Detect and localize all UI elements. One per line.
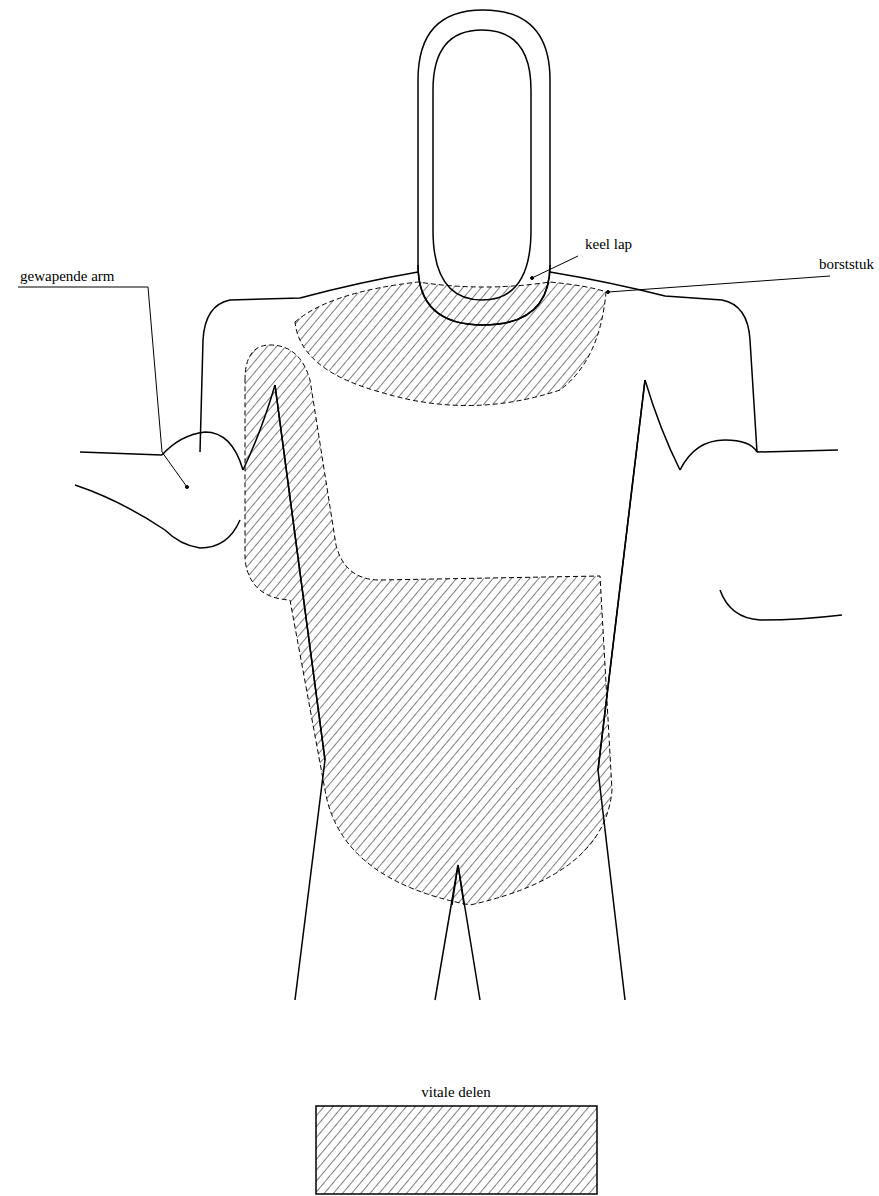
part-label: borststuk — [819, 256, 874, 273]
body-outline-overlay — [275, 265, 645, 905]
part-label: gewapende arm — [20, 268, 115, 285]
leader-line — [18, 256, 830, 489]
legend-swatch — [316, 1106, 597, 1194]
part-label: keel lap — [585, 236, 632, 253]
target-area — [245, 282, 612, 905]
legend-label: vitale delen — [421, 1084, 491, 1101]
body-outline — [75, 10, 842, 1000]
